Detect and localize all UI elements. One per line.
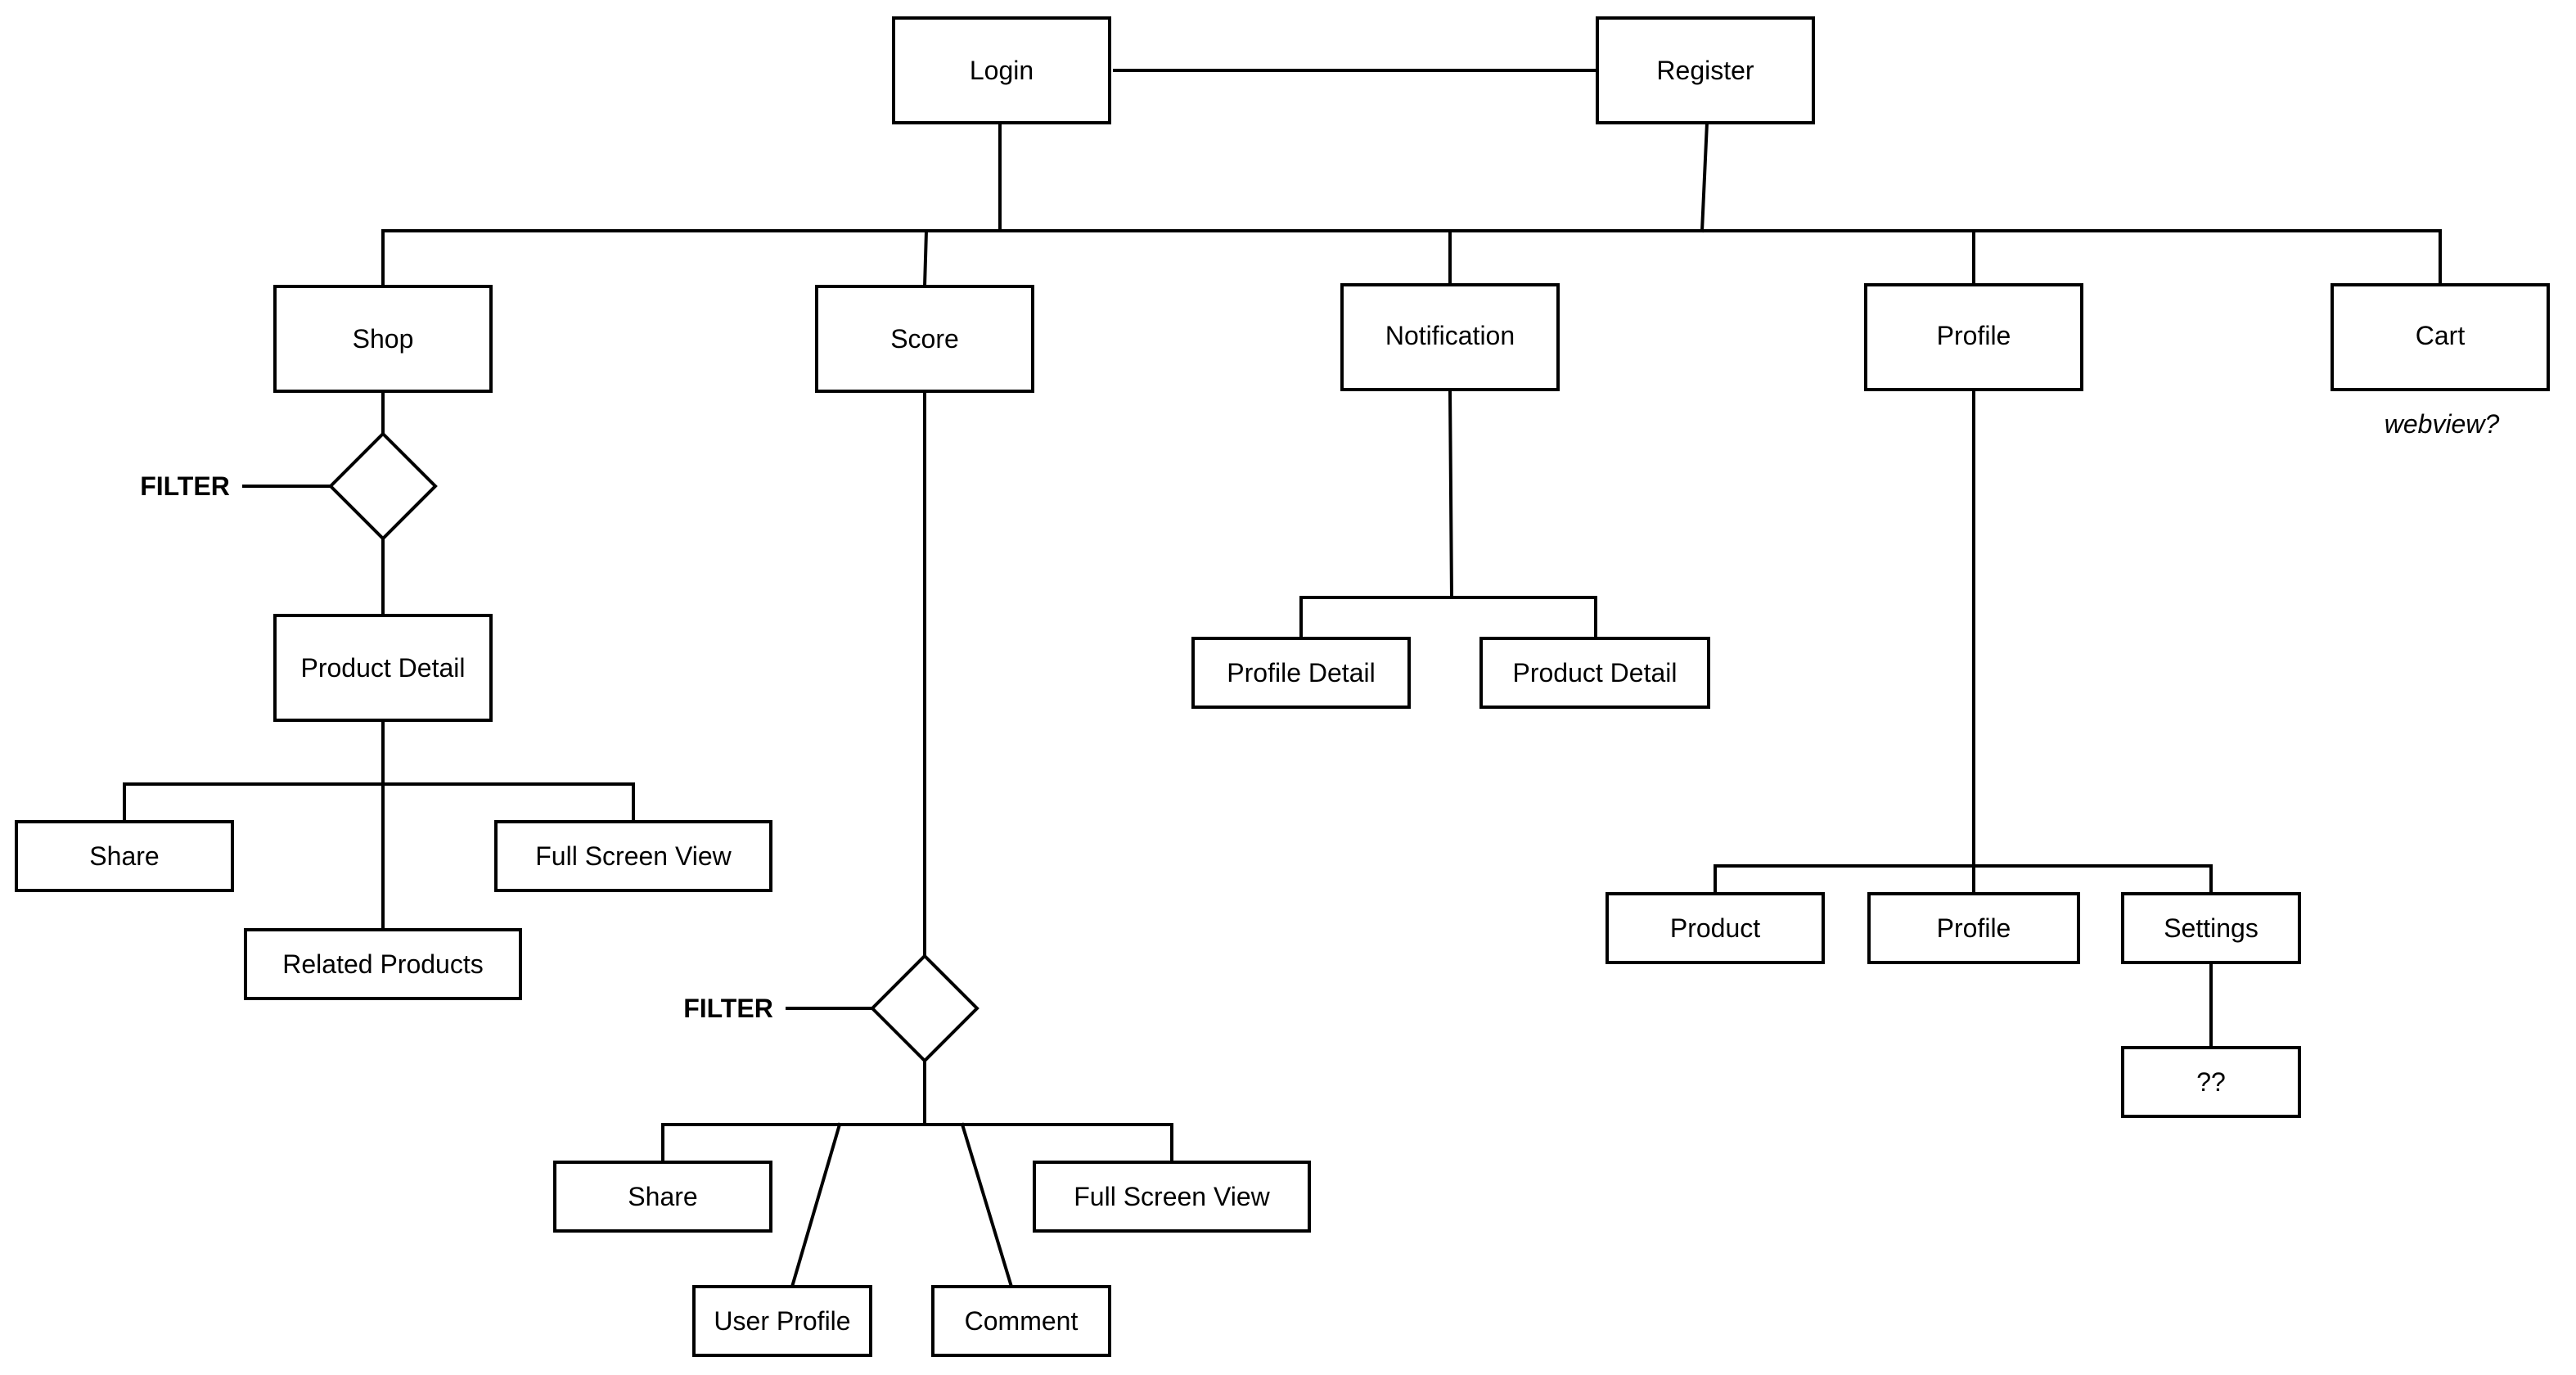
node-settings-unknown: ?? — [2121, 1046, 2301, 1118]
node-score-full-screen-view: Full Screen View — [1033, 1161, 1311, 1233]
node-profile-product-label: Product — [1670, 913, 1760, 943]
score-filter-label: FILTER — [683, 994, 773, 1023]
node-shop-product-detail: Product Detail — [273, 614, 493, 722]
node-profile-settings-label: Settings — [2164, 913, 2259, 943]
node-notification: Notification — [1340, 283, 1560, 391]
node-register-label: Register — [1656, 56, 1754, 85]
node-score-user-profile: User Profile — [692, 1285, 872, 1357]
node-profile-label: Profile — [1937, 321, 2011, 350]
node-shop-full-screen-view-label: Full Screen View — [535, 841, 732, 871]
node-profile-profile: Profile — [1867, 892, 2080, 964]
node-score-label: Score — [890, 324, 959, 354]
node-login: Login — [892, 16, 1111, 124]
node-shop-full-screen-view: Full Screen View — [494, 820, 772, 892]
node-score-share-label: Share — [628, 1182, 697, 1211]
edge-bus-comment — [960, 1122, 1014, 1289]
node-notification-label: Notification — [1385, 321, 1515, 350]
node-score: Score — [815, 285, 1034, 393]
node-score-comment-label: Comment — [965, 1306, 1079, 1336]
node-shop-product-detail-label: Product Detail — [301, 653, 466, 683]
node-shop-label: Shop — [353, 324, 414, 354]
connectors — [123, 69, 2442, 1289]
node-score-share: Share — [553, 1161, 772, 1233]
shop-filter-diamond — [328, 431, 438, 541]
node-score-full-screen-view-label: Full Screen View — [1074, 1182, 1270, 1211]
node-settings-unknown-label: ?? — [2196, 1067, 2226, 1097]
node-shop-share: Share — [15, 820, 234, 892]
node-profile-profile-label: Profile — [1937, 913, 2011, 943]
node-notification-profile-detail-label: Profile Detail — [1227, 658, 1375, 688]
node-profile-product: Product — [1605, 892, 1825, 964]
node-score-comment: Comment — [931, 1285, 1111, 1357]
node-login-label: Login — [970, 56, 1034, 85]
node-shop: Shop — [273, 285, 493, 393]
node-notification-product-detail-label: Product Detail — [1513, 658, 1678, 688]
cart-note: webview? — [2385, 409, 2500, 439]
node-profile: Profile — [1864, 283, 2083, 391]
node-notification-profile-detail: Profile Detail — [1191, 637, 1411, 709]
node-score-user-profile-label: User Profile — [714, 1306, 850, 1336]
node-profile-settings: Settings — [2121, 892, 2301, 964]
node-shop-share-label: Share — [89, 841, 159, 871]
edge-bus-user-profile — [790, 1122, 842, 1289]
node-shop-related-products-label: Related Products — [282, 949, 483, 979]
shop-filter-label: FILTER — [140, 471, 230, 501]
edge-bus-score — [922, 228, 929, 289]
node-register: Register — [1596, 16, 1815, 124]
node-notification-product-detail: Product Detail — [1479, 637, 1710, 709]
edge-register-bus — [1700, 120, 1709, 233]
node-cart-label: Cart — [2416, 321, 2466, 350]
node-shop-related-products: Related Products — [244, 928, 522, 1000]
score-filter-diamond — [870, 953, 980, 1063]
node-cart: Cart — [2331, 283, 2550, 391]
edge-notification-stem — [1448, 387, 1454, 600]
